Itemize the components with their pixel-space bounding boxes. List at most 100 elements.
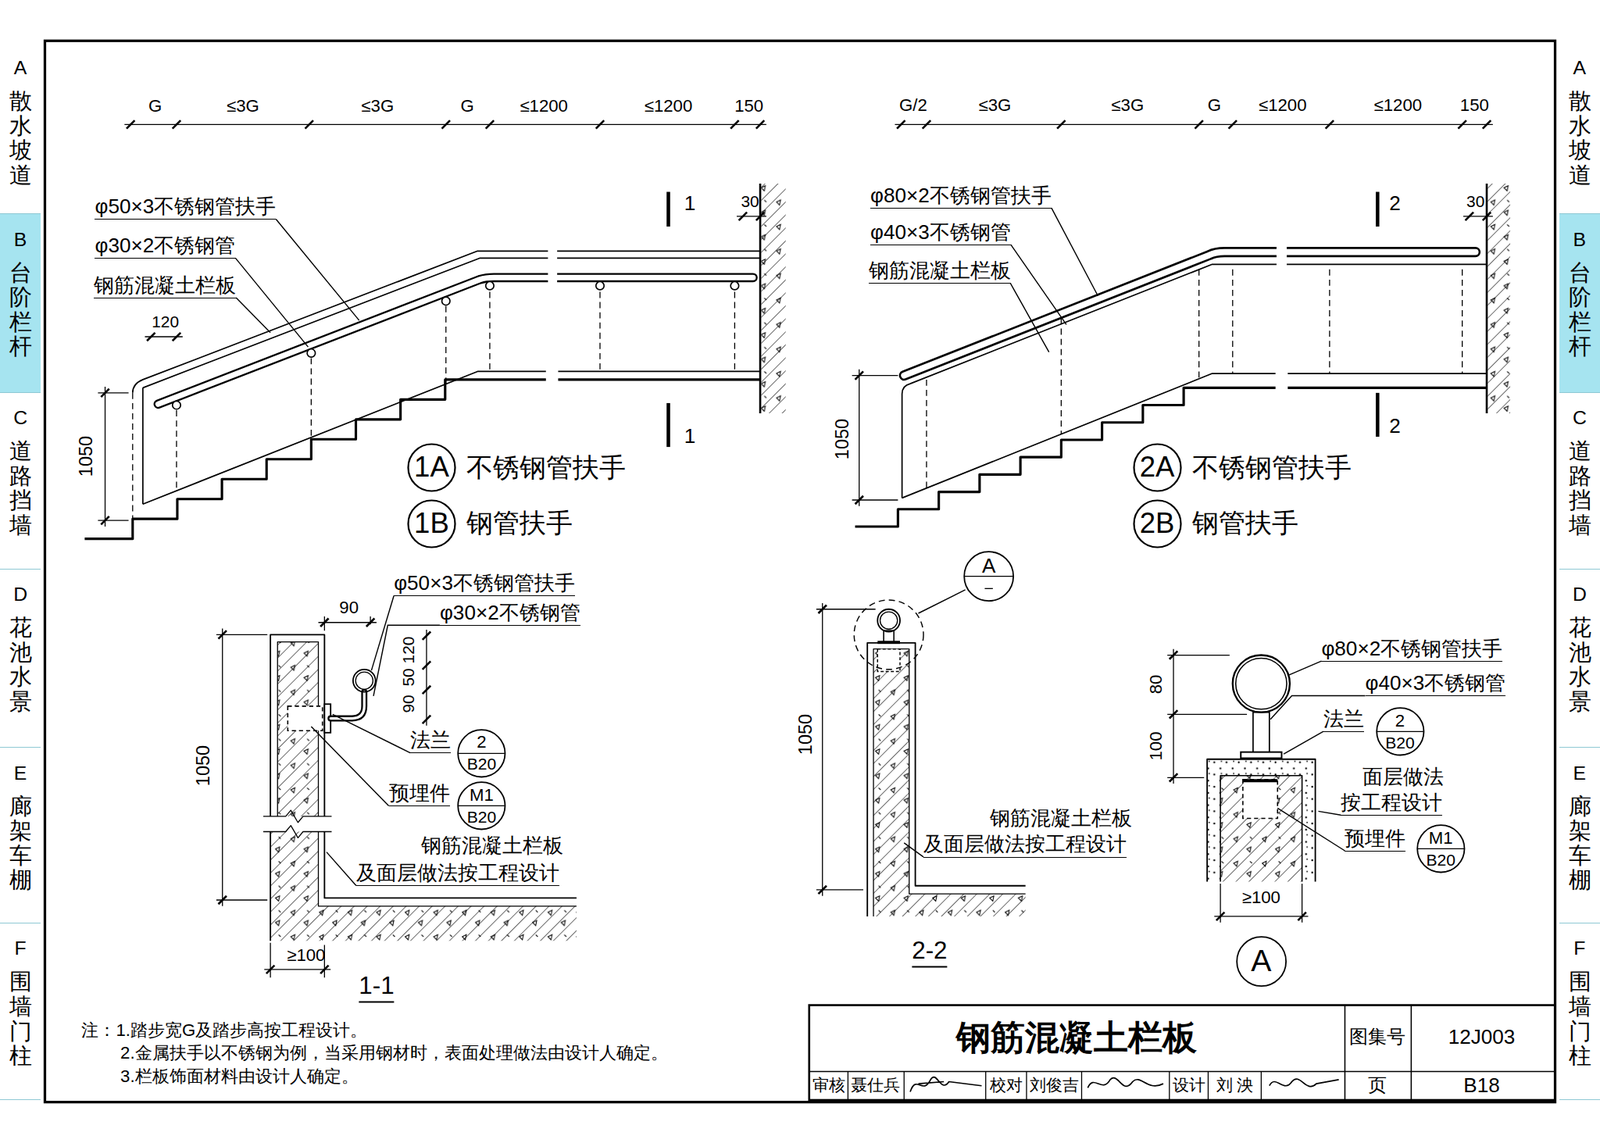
post-centerline <box>599 292 600 372</box>
leader-line <box>1051 207 1099 297</box>
title-block-rule <box>1344 1005 1347 1100</box>
circle-outline <box>1133 443 1181 491</box>
break-gap <box>547 240 558 388</box>
leader-line <box>1287 660 1322 676</box>
dimension-line <box>104 386 106 527</box>
extension-line <box>324 616 325 631</box>
bracket-bar <box>330 692 365 719</box>
title-block-rule <box>1260 1071 1262 1100</box>
embedded-part <box>287 706 322 731</box>
chapter-tab: B 台阶 栏杆 <box>0 214 41 393</box>
title-block-cell: 校对 <box>989 1075 1023 1096</box>
dimension-text: 120 <box>399 636 419 665</box>
tab-title: 台阶 栏杆 <box>9 260 33 360</box>
callout-label: 钢筋混凝土栏板 <box>421 833 564 858</box>
handrail-section <box>353 669 376 693</box>
concrete-hatch <box>873 649 1026 917</box>
concrete-hatch <box>873 649 1026 917</box>
callout-label: φ40×3不锈钢管 <box>870 220 1011 246</box>
bubble-outline <box>1417 825 1465 873</box>
panel-outline <box>867 642 1025 917</box>
section-cut-mark <box>1375 392 1380 437</box>
dimension-tick <box>922 120 931 129</box>
handrail-section <box>877 609 900 633</box>
post-centerline <box>1198 269 1200 379</box>
detail-heading: 不锈钢管扶手 <box>466 453 626 483</box>
handrail-bracket <box>485 281 494 290</box>
detail-number: 2 <box>1395 710 1405 730</box>
title-block-cell: B18 <box>1463 1073 1500 1098</box>
handrail-section <box>880 611 898 629</box>
detail-number-circle: 2B钢管扶手 <box>1132 499 1299 549</box>
section-mark: 1 <box>684 192 697 217</box>
dimension-text: ≤3G <box>1110 94 1144 116</box>
signature <box>1269 1078 1340 1087</box>
reference-bubble: 2B20 <box>457 728 507 779</box>
post-centerline <box>1232 269 1233 374</box>
chapter-tab: D花池 水景 <box>0 569 41 749</box>
section-title: 2-2 <box>911 936 947 968</box>
dimension-tick <box>422 660 431 669</box>
tab-letter: E <box>1573 762 1587 785</box>
callout-label: φ40×3不锈钢管 <box>1365 671 1507 697</box>
dimension-line <box>1172 649 1174 784</box>
extension-line <box>1301 883 1303 923</box>
dimension-tick <box>596 120 604 129</box>
detail-number-circle: 1B钢管扶手 <box>407 499 573 549</box>
dimension-text: G <box>1207 94 1222 116</box>
detail-boundary <box>853 600 924 670</box>
sheet-number: B20 <box>467 808 497 827</box>
extension-line <box>369 616 371 625</box>
tab-letter: D <box>13 583 28 606</box>
handrail-pipe <box>157 277 753 404</box>
handrail-bracket <box>730 281 739 290</box>
detail-number: M1 <box>469 785 494 805</box>
detail-heading: 钢管扶手 <box>466 508 573 538</box>
dimension-tick <box>1057 120 1065 129</box>
concrete-hatch <box>1220 775 1302 883</box>
dimension-line <box>821 603 823 897</box>
tab-letter: D <box>1572 583 1587 606</box>
handrail-bracket <box>596 281 604 290</box>
callout-label: 预埋件 <box>1344 826 1406 852</box>
dimension-text: ≤1200 <box>519 96 568 118</box>
reference-bubble: 2B20 <box>1375 707 1425 757</box>
extension-line <box>97 519 129 521</box>
title-block-cell: 聂仕兵 <box>850 1075 900 1096</box>
detail-number: 2B <box>1139 507 1175 540</box>
title-block-cell: 图集号 <box>1349 1026 1406 1049</box>
stair-landing <box>1287 386 1487 390</box>
callout-label: 钢筋混凝土栏板 <box>93 273 236 299</box>
tab-title: 散水 坡道 <box>1568 89 1592 188</box>
callout-label: 钢筋混凝土栏板 <box>989 806 1133 831</box>
concrete-hatch <box>270 832 577 942</box>
leader-line <box>1283 731 1324 754</box>
callout-label: φ50×3不锈钢管扶手 <box>393 571 575 597</box>
chapter-tab: A散水 坡道 <box>1559 42 1600 215</box>
dimension-line <box>425 629 427 726</box>
chapter-tab: E廊架 车棚 <box>1559 747 1600 924</box>
handrail-bracket <box>442 296 450 305</box>
panel-bottom <box>142 371 761 504</box>
wall-hatch <box>1487 183 1511 414</box>
leader-line <box>373 625 440 696</box>
dimension-tick <box>1482 212 1491 221</box>
section-cut-mark <box>666 403 671 447</box>
callout-label: 及面层做法按工程设计 <box>923 832 1127 858</box>
dimension-text: ≥100 <box>286 944 325 966</box>
circle-holder: 2A <box>1132 442 1183 493</box>
post-centerline <box>1328 269 1330 374</box>
chapter-tab: F围墙 门柱 <box>0 923 41 1100</box>
section-cut-mark <box>1375 192 1380 227</box>
tab-title: 散水 坡道 <box>9 89 33 188</box>
extension-line <box>97 392 129 393</box>
sheet-number: B20 <box>1425 850 1456 869</box>
dimension-text: 100 <box>1146 731 1168 761</box>
tab-letter: B <box>14 228 28 251</box>
dimension-line <box>221 628 223 907</box>
wall-hatch <box>760 183 786 414</box>
circle-outline <box>407 500 455 547</box>
post-centerline <box>925 379 927 488</box>
dimension-tick <box>172 332 181 341</box>
finish-line <box>324 832 577 899</box>
